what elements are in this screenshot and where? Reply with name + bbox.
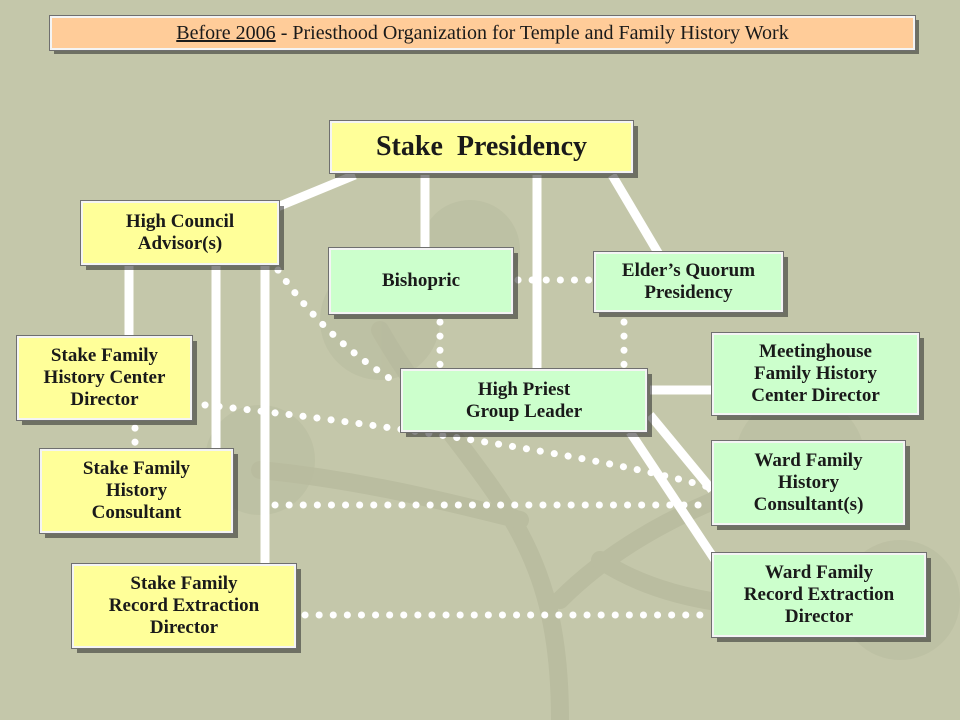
line-hp-wardconsultant	[646, 412, 716, 493]
dots-stakefhc-wardconsultant	[201, 401, 716, 492]
line-presidency-elders	[608, 172, 664, 259]
title-text: - Priesthood Organization for Temple and…	[275, 21, 789, 44]
elders-quorum-label: Elder’s Quorum Presidency	[621, 260, 756, 303]
ward-fh-consultant-box: Ward Family History Consultant(s)	[712, 441, 905, 525]
line-presidency-highcouncil	[268, 170, 357, 215]
bishopric-box: Bishopric	[329, 248, 513, 314]
stake-fhc-director-box: Stake Family History Center Director	[17, 336, 192, 420]
ward-fh-consultant-label: Ward Family History Consultant(s)	[753, 450, 864, 515]
stake-record-extraction-box: Stake Family Record Extraction Director	[72, 564, 296, 648]
diagram-title: Before 2006 - Priesthood Organization fo…	[50, 16, 915, 50]
high-priest-label: High Priest Group Leader	[465, 378, 583, 422]
high-council-label: High Council Advisor(s)	[125, 211, 235, 254]
meetinghouse-fhc-box: Meetinghouse Family History Center Direc…	[712, 333, 919, 415]
stake-presidency-box: Stake Presidency	[330, 121, 633, 173]
stake-fh-consultant-box: Stake Family History Consultant	[40, 449, 233, 533]
line-hp-wardextraction	[626, 429, 719, 563]
bishopric-label: Bishopric	[381, 270, 461, 292]
title-date: Before 2006	[176, 21, 276, 44]
stake-presidency-label: Stake Presidency	[375, 130, 588, 162]
high-council-box: High Council Advisor(s)	[81, 201, 279, 265]
meetinghouse-fhc-label: Meetinghouse Family History Center Direc…	[751, 341, 880, 406]
stake-fhc-director-label: Stake Family History Center Director	[43, 345, 166, 410]
high-priest-box: High Priest Group Leader	[401, 369, 647, 432]
stake-fh-consultant-label: Stake Family History Consultant	[82, 458, 191, 523]
stake-record-extraction-label: Stake Family Record Extraction Director	[108, 573, 260, 638]
dots-hc-highpriest	[274, 266, 404, 389]
elders-quorum-box: Elder’s Quorum Presidency	[594, 252, 783, 312]
ward-record-extraction-label: Ward Family Record Extraction Director	[743, 562, 895, 627]
ward-record-extraction-box: Ward Family Record Extraction Director	[712, 553, 926, 637]
